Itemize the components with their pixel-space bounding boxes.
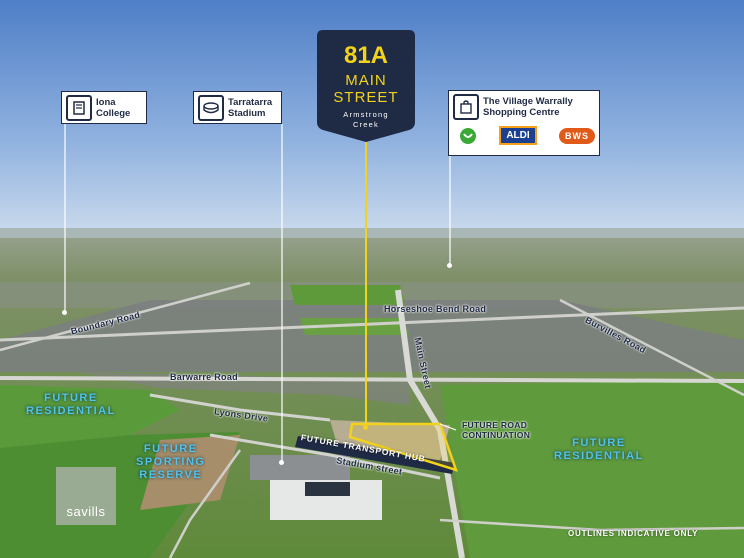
tarratarra-marker [279,460,284,465]
zone-sport-line3: RESERVE [139,469,203,481]
village-line1: The Village Warrally [483,96,573,107]
disclaimer: OUTLINES INDICATIVE ONLY [568,529,699,538]
zone-res-left-line2: RESIDENTIAL [26,405,116,417]
badge-suburb1: Armstrong [343,110,388,119]
transport-hub-band [295,436,455,474]
village-line2: Shopping Centre [483,107,560,118]
site-marker [363,425,368,430]
iona-marker [62,310,67,315]
road-boundary [0,281,251,352]
badge-line1: MAIN [345,72,387,89]
address-badge: 81A MAIN STREET Armstrong Creek [317,30,415,142]
site-outline [348,422,458,472]
iona-line1: Iona [96,96,116,108]
zone-future-residential-left: FUTURE RESIDENTIAL [26,392,116,418]
zone-res-right-line2: RESIDENTIAL [554,450,644,462]
field-left [0,385,180,448]
road-stadium-street [209,433,441,480]
label-barwarre-road: Barwarre Road [170,372,238,382]
road-lyons-drive [149,393,331,422]
badge-suburb2: Creek [353,120,379,129]
future-road-line2: CONTINUATION [462,430,531,440]
stadium-icon [198,94,224,121]
label-horseshoe-bend-road: Horseshoe Bend Road [384,304,487,314]
tarratarra-line1: Tarratarra [228,96,273,108]
housing-area [0,300,744,372]
road-main-street [395,289,465,558]
future-road-line1: FUTURE ROAD [462,420,528,430]
zone-res-right-line1: FUTURE [572,437,626,449]
road-horseshoe-bend [0,306,744,342]
aldi-logo: ALDI [499,126,537,145]
woolworths-logo-icon [460,127,476,144]
zone-future-sporting-reserve: FUTURE SPORTING RESERVE [136,443,205,482]
horizon-water [0,228,744,238]
savills-logo: savills [56,467,116,525]
badge-line2: STREET [333,89,398,106]
label-future-road-continuation: FUTURE ROAD CONTINUATION [462,420,530,440]
road-barwarre [0,376,744,383]
iona-line2: College [96,107,131,119]
zone-res-left-line1: FUTURE [44,392,98,404]
field-right [440,380,744,558]
zone-sport-line1: FUTURE [143,443,198,455]
zone-future-residential-right: FUTURE RESIDENTIAL [554,437,644,463]
village-marker [447,263,452,268]
road-burvilles [559,298,744,397]
badge-number: 81A [344,42,388,69]
zone-sport-line2: SPORTING [136,456,206,468]
book-icon [66,94,92,121]
bws-logo: BWS [559,127,595,144]
tarratarra-line2: Stadium [228,107,266,119]
shopping-bag-icon [453,94,479,120]
